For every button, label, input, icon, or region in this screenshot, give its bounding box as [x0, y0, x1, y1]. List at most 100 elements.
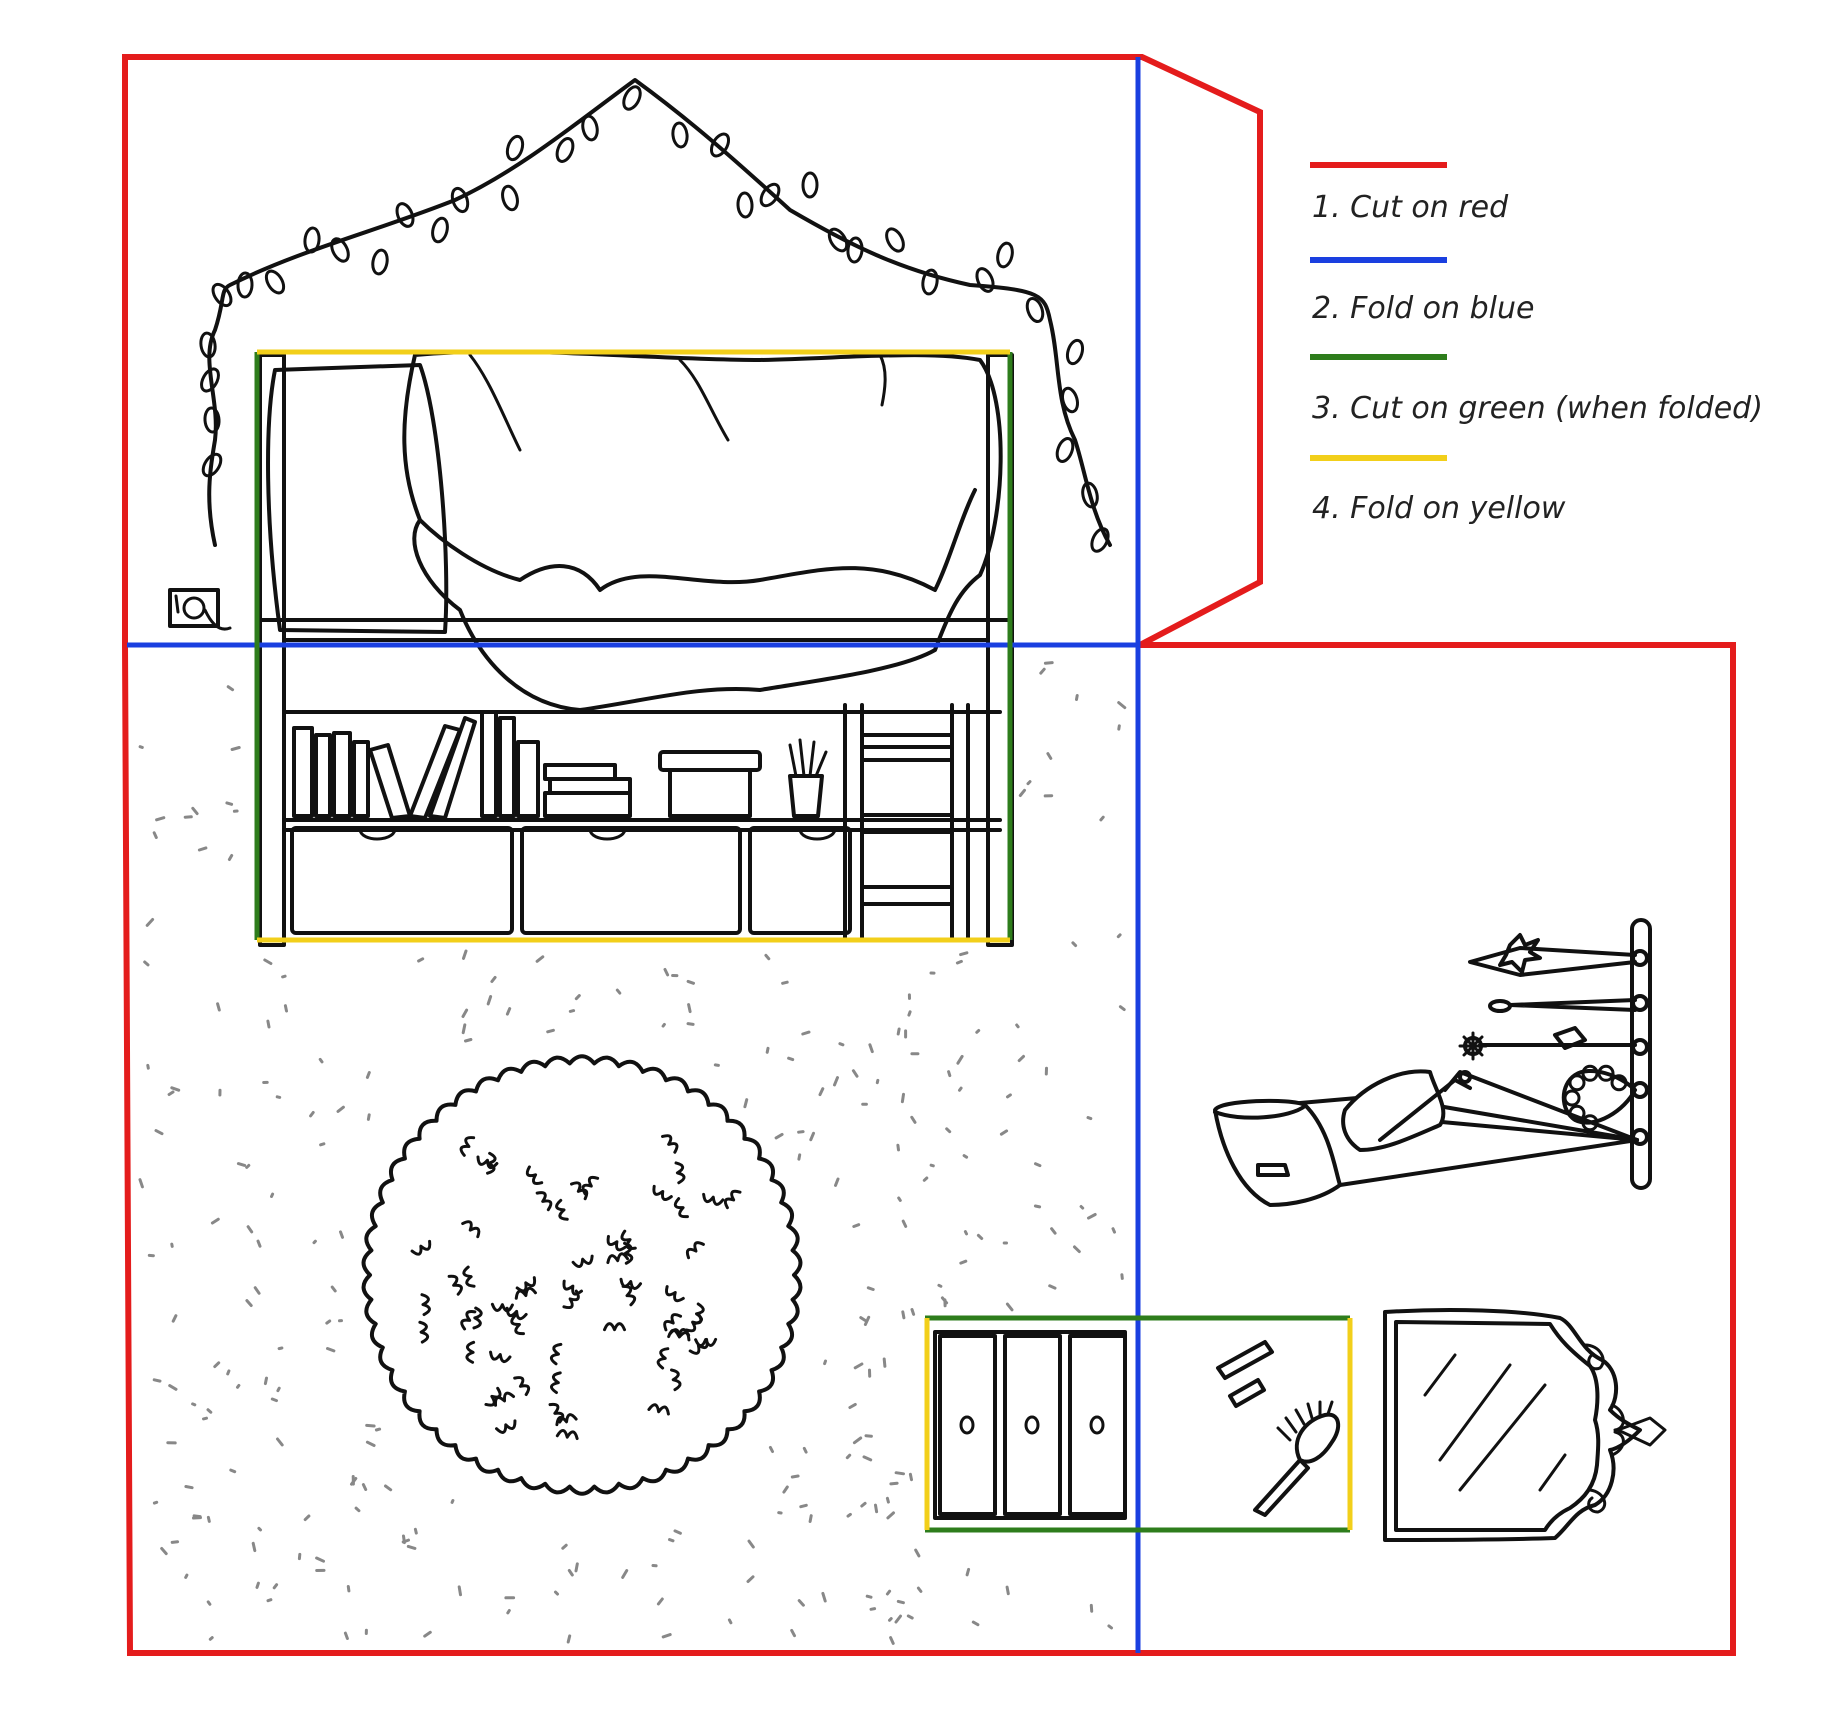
legend-label-green: 3. Cut on green (when folded)	[1312, 391, 1763, 426]
rug-fluff-curl	[619, 1277, 643, 1290]
light-bulb-icon	[1061, 386, 1079, 414]
rug-fluff-curl	[484, 1386, 502, 1407]
bunk-bed-icon	[258, 349, 1014, 947]
legend-item-fold-blue: 2. Fold on blue	[1310, 257, 1534, 326]
floor-speck	[210, 1217, 220, 1225]
floor-speck	[336, 1105, 345, 1113]
rug-fluff-curl	[656, 1347, 670, 1370]
floor-speck	[1043, 661, 1054, 665]
floor-speck	[1111, 1227, 1116, 1234]
rug-fluff-curl	[515, 1276, 537, 1293]
floor-speck	[275, 1095, 282, 1099]
light-bulb-icon	[555, 137, 575, 163]
light-bulb-icon	[450, 186, 470, 214]
floor-speck	[999, 1129, 1009, 1136]
floor-speck	[245, 1163, 251, 1169]
light-bulb-icon	[975, 267, 995, 293]
floor-speck	[713, 1063, 720, 1067]
floor-speck	[765, 1046, 770, 1054]
dresser-icon	[933, 1330, 1127, 1520]
rug-fluff-curl	[535, 1191, 553, 1212]
floor-speck	[900, 1092, 905, 1104]
rug-fluff-curl	[723, 1189, 742, 1210]
floor-speck	[885, 1496, 890, 1504]
floor-speck	[561, 1543, 568, 1550]
floor-speck	[1015, 1023, 1020, 1029]
floor-speck	[1039, 667, 1046, 675]
floor-speck	[862, 1455, 873, 1462]
rug-fluff-curl	[663, 1313, 683, 1332]
floor-speck	[152, 1378, 162, 1383]
rug-fluff-curl	[670, 1368, 682, 1392]
floor-speck	[916, 1586, 923, 1593]
floor-speck	[152, 831, 158, 839]
floor-speck	[781, 980, 789, 985]
floor-speck	[866, 1286, 875, 1291]
floor-speck	[423, 1630, 432, 1638]
floor-speck	[257, 1526, 262, 1532]
floor-speck	[875, 1078, 880, 1085]
floor-speck	[687, 1003, 692, 1014]
rug-fluff-curl	[510, 1313, 525, 1336]
bracelet-bead	[1597, 1064, 1615, 1082]
floor-speck	[801, 1030, 811, 1036]
rug-fluff-curl	[514, 1286, 537, 1300]
floor-speck	[170, 1086, 181, 1092]
floor-speck	[906, 1614, 914, 1620]
floor-speck	[746, 1575, 755, 1583]
floor-speck	[852, 1436, 863, 1445]
floor-speck	[1075, 694, 1079, 701]
floor-speck	[236, 1162, 247, 1167]
bracelet-bead	[1568, 1074, 1586, 1092]
floor-speck	[138, 1178, 144, 1189]
rug-fluff-curl	[525, 1165, 544, 1185]
floor-speck	[947, 1070, 952, 1078]
floor-speck	[167, 1090, 175, 1096]
floor-speck	[535, 955, 545, 963]
floor-speck	[668, 1538, 675, 1543]
rug-fluff-curl	[494, 1391, 516, 1407]
floor-speck	[809, 1131, 815, 1142]
floor-speck	[1033, 1204, 1042, 1209]
floor-speck	[270, 1192, 275, 1198]
bookshelf-icon	[282, 710, 1002, 935]
floor-speck	[145, 918, 155, 927]
floor-speck	[886, 1511, 895, 1520]
floor-speck	[272, 1583, 279, 1590]
floor-speck	[959, 1259, 968, 1265]
floor-speck	[956, 1054, 964, 1065]
floor-speck	[309, 1111, 315, 1118]
floor-speck	[869, 1607, 877, 1611]
floor-speck	[802, 1446, 808, 1454]
light-bulb-icon	[671, 121, 689, 149]
light-bulb-icon	[921, 268, 939, 296]
floor-speck	[1118, 1005, 1126, 1012]
floor-speck	[865, 1594, 873, 1599]
floor-speck	[236, 1383, 241, 1389]
legend-item-fold-yellow: 4. Fold on yellow	[1310, 455, 1566, 526]
rug-fluff-curl	[462, 1265, 476, 1288]
light-bulb-icon	[371, 248, 389, 276]
floor-speck	[152, 1500, 159, 1505]
floor-speck	[848, 1402, 857, 1409]
floor-speck	[138, 745, 144, 749]
cut-lines-green	[254, 352, 1350, 1533]
floor-speck	[1017, 1054, 1025, 1063]
floor-speck	[1034, 1162, 1042, 1168]
rug-fluff-curl	[603, 1322, 627, 1332]
floor-speck	[263, 1376, 268, 1386]
rug-fluff-curl	[665, 1285, 685, 1303]
floor-speck	[1087, 1213, 1097, 1220]
light-bulb-icon	[885, 227, 905, 253]
floor-speck	[1116, 933, 1122, 939]
floor-speck	[253, 1286, 261, 1295]
floor-speck	[303, 1514, 311, 1522]
floor-speck	[963, 1230, 968, 1236]
legend-item-cut-red: 1. Cut on red	[1310, 162, 1509, 225]
floor-speck	[490, 975, 497, 983]
cut-lines-red	[122, 54, 1736, 1656]
floor-speck	[574, 1562, 579, 1573]
fold-lines-blue	[127, 57, 1141, 1653]
floor-speck	[461, 1008, 469, 1018]
floor-speck	[945, 1127, 952, 1134]
